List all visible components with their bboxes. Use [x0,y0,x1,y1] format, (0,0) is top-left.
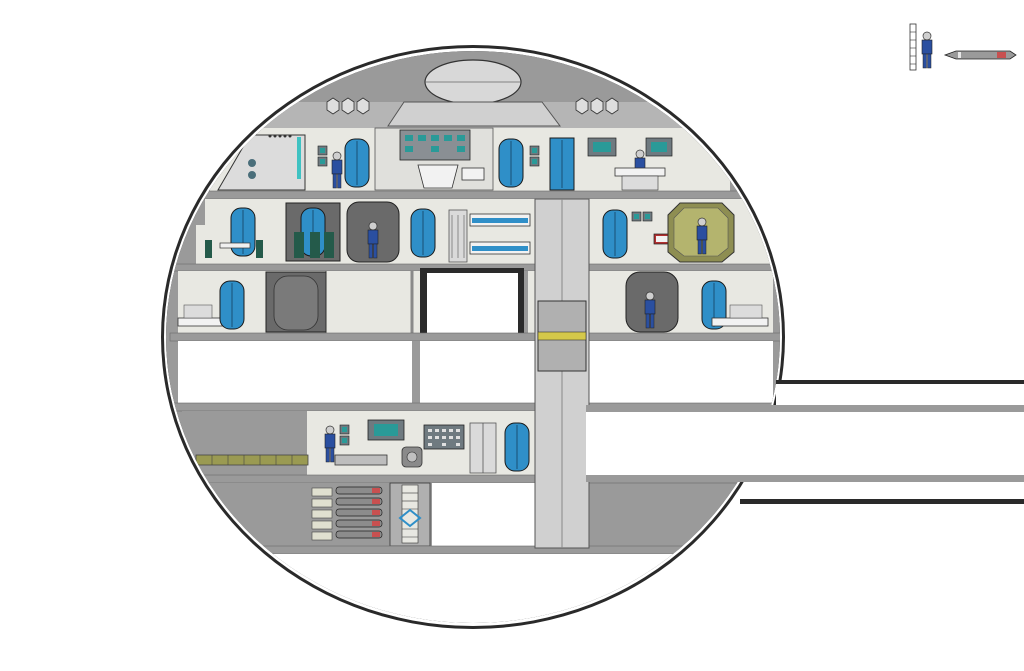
side-pylon [586,380,1024,504]
door-icon [504,422,530,472]
hex-pods-left [326,97,370,115]
door-icon [602,209,628,259]
deck-6 [190,482,535,547]
door-icon [410,208,436,258]
torpedo-racks [311,486,383,541]
hex-pods-right [575,97,619,115]
torpedo-scale [943,50,1017,60]
deck-1 [210,127,730,191]
interior [166,51,780,623]
crew-scale-figure [909,23,933,71]
door-icon [219,280,245,330]
door-icon [498,138,524,188]
door-icon [230,207,256,257]
deck-4 [178,341,773,403]
turbolift-shaft [534,198,590,549]
deck-2 [196,199,770,264]
loading-mechanism [389,482,431,547]
torpedo-rails [195,454,309,466]
scale-legend [909,23,1017,71]
door-icon [344,138,370,188]
